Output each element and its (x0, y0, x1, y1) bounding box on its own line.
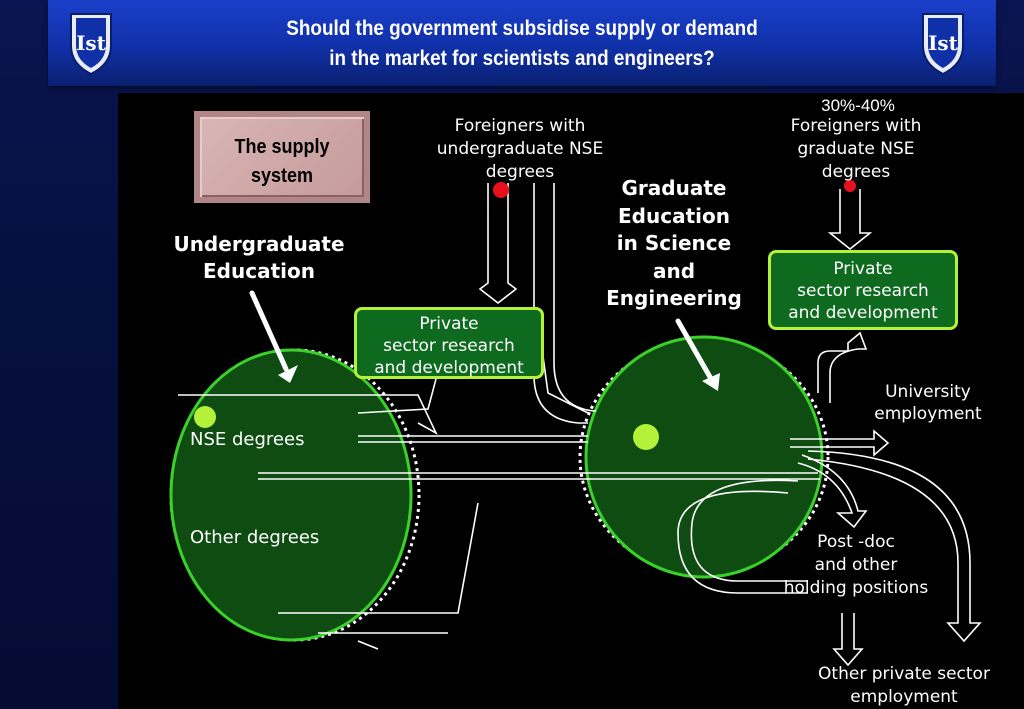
private-rd-right-line-1: Private (833, 259, 893, 279)
postdoc-line-2: and other (814, 555, 898, 575)
red-dot-icon (493, 182, 509, 198)
grad-title-line-3: in Science (616, 231, 732, 255)
supply-system-box: The supply system (194, 111, 370, 203)
svg-text:Ist: Ist (76, 31, 107, 55)
supply-box-line-2: system (250, 165, 314, 187)
title-line-1: Should the government subsidise supply o… (286, 17, 758, 40)
private-rd-right-line-3: and development (788, 303, 938, 323)
foreign-undergrad-label: Foreigners with undergraduate NSE degree… (414, 115, 626, 184)
university-employment-line-1: University (885, 382, 971, 402)
postdoc-label: Post -doc and other holding positions (768, 531, 944, 600)
foreign-undergrad-line-3: degrees (485, 162, 555, 182)
flow-lines (169, 180, 982, 667)
grad-title: Graduate Education in Science and Engine… (584, 175, 764, 313)
private-rd-left-line-3: and development (374, 358, 524, 378)
undergrad-title-line-1: Undergraduate (173, 232, 345, 256)
grad-title-line-2: Education (618, 203, 730, 228)
postdoc-line-3: holding positions (783, 578, 929, 598)
header-bar: Ist Should the government subsidise supp… (48, 0, 996, 86)
private-rd-left-line-2: sector research (383, 336, 515, 356)
undergrad-title: Undergraduate Education (154, 231, 364, 285)
grad-title-line-5: Engineering (606, 286, 742, 310)
svg-text:Ist: Ist (928, 31, 959, 55)
shield-logo-icon: Ist (68, 12, 114, 76)
private-rd-box-left: Private sector research and development (354, 307, 544, 379)
nse-degrees-label: NSE degrees (190, 429, 305, 450)
private-rd-right-line-2: sector research (797, 281, 929, 301)
other-private-line-1: Other private sector (818, 664, 990, 684)
foreign-grad-line-1: Foreigners with (790, 116, 922, 136)
grad-title-line-1: Graduate (621, 176, 727, 200)
university-employment-label: University employment (862, 381, 994, 425)
other-degrees-label: Other degrees (190, 527, 320, 548)
lime-dot-icon (633, 424, 659, 450)
foreign-grad-line-3: degrees (821, 162, 891, 182)
supply-system-diagram: The supply system Undergraduate Educatio… (118, 93, 1024, 709)
grad-title-line-4: and (652, 258, 696, 283)
foreign-grad-line-2: graduate NSE (797, 139, 915, 159)
university-employment-line-2: employment (874, 404, 982, 424)
title-line-2: in the market for scientists and enginee… (329, 47, 715, 70)
postdoc-line-1: Post -doc (817, 532, 895, 552)
lime-dot-icon (194, 406, 216, 428)
shield-logo-icon: Ist (920, 12, 966, 76)
undergrad-title-line-2: Education (203, 259, 315, 283)
private-rd-box-right: Private sector research and development (768, 250, 958, 330)
red-dot-icon (844, 180, 856, 192)
page-title: Should the government subsidise supply o… (212, 14, 831, 74)
foreign-undergrad-line-1: Foreigners with (454, 116, 586, 136)
foreign-grad-share: 30%-40% (821, 96, 895, 115)
other-private-line-2: employment (850, 687, 958, 707)
private-rd-left-line-1: Private (419, 314, 479, 334)
supply-box-line-1: The supply (234, 136, 330, 158)
foreign-undergrad-line-2: undergraduate NSE (436, 139, 604, 159)
foreign-grad-label: Foreigners with graduate NSE degrees (766, 115, 946, 184)
other-private-label: Other private sector employment (800, 663, 1008, 709)
